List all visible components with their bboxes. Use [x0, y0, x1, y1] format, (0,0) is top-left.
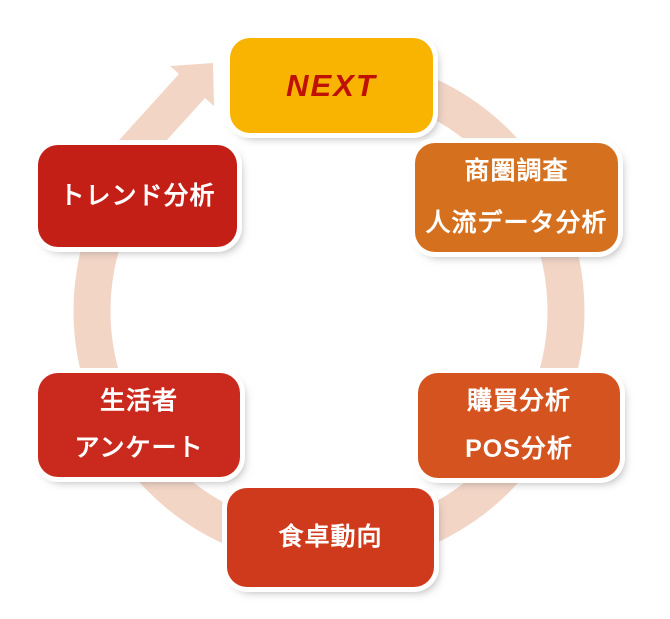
node-consumer-survey: 生活者 アンケート: [38, 373, 240, 477]
node-label: 商圏調査: [464, 157, 569, 185]
node-label: 人流データ分析: [425, 209, 608, 237]
node-label: アンケート: [74, 434, 204, 462]
node-label: 食卓動向: [278, 523, 383, 551]
node-label: トレンド分析: [59, 181, 216, 210]
node-label: NEXT: [286, 68, 377, 103]
node-dining-table-trend: 食卓動向: [227, 488, 434, 587]
node-trend-analysis: トレンド分析: [38, 145, 237, 247]
node-trade-area-research: 商圏調査 人流データ分析: [415, 143, 618, 252]
node-label: 購買分析: [466, 387, 571, 415]
node-purchase-analysis: 購買分析 POS分析: [418, 373, 620, 478]
node-label: POS分析: [465, 435, 573, 463]
node-next: NEXT: [230, 38, 433, 133]
node-label: 生活者: [99, 387, 178, 415]
